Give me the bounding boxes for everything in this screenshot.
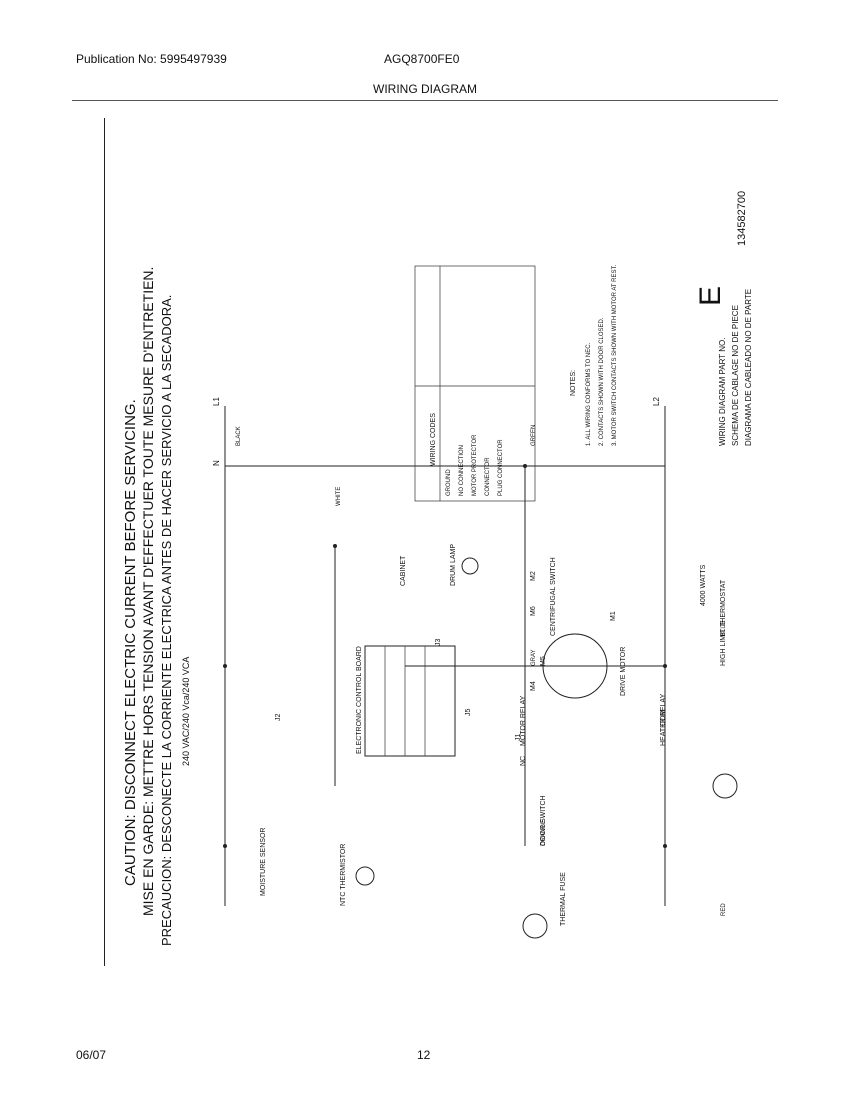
legend-item-3: MOTOR PROTECTOR [472, 434, 478, 496]
header-rule [72, 100, 778, 101]
wire-color-red: RED [721, 903, 727, 916]
wire-color-black: BLACK [236, 426, 242, 446]
terminal-m5: M5 [540, 656, 547, 666]
terminal-j1: J1 [515, 734, 522, 742]
label-door-switch: DOOR SWITCH [540, 795, 547, 846]
legend-table [414, 265, 536, 502]
label-thermistor: NTC THERMISTOR [340, 844, 347, 906]
part-block-es: DIAGRAMA DE CABLEADO NO DE PARTE [744, 289, 753, 446]
label-heater: 4000 WATTS [700, 564, 707, 606]
terminal-j5: J5 [465, 709, 472, 717]
label-centrifugal: CENTRIFUGAL SWITCH [550, 557, 557, 636]
caution-es: PRECAUCION: DESCONECTE LA CORRIENTE ELEC… [159, 295, 174, 946]
label-motor-relay: MOTOR RELAY [520, 695, 527, 746]
control-board-box [364, 645, 456, 757]
wire-color-blue: BLUE [721, 620, 727, 636]
part-block-en: WIRING DIAGRAM PART NO. [718, 338, 727, 446]
model-number: AGQ8700FE0 [384, 52, 460, 66]
thermal-fuse-symbol [522, 913, 548, 939]
drive-motor-symbol [542, 633, 608, 699]
terminal-j3: J3 [435, 639, 442, 647]
terminal-j2: J2 [275, 714, 282, 722]
label-moisture-sensor: MOISTURE SENSOR [260, 828, 267, 896]
label-heater-relay: HEATER RELAY [660, 693, 667, 746]
wire-color-green: GREEN [531, 425, 537, 446]
part-number: 134582700 [736, 191, 748, 246]
legend-item-5: PLUG CONNECTOR [498, 439, 504, 496]
legend-item-1: GROUND [446, 469, 452, 496]
legend-item-4: CONNECTOR [485, 457, 491, 496]
wire-color-white: WHITE [336, 487, 342, 506]
revision-letter: E [694, 286, 727, 306]
terminal-m2: M2 [530, 571, 537, 581]
label-cabinet: CABINET [400, 555, 407, 586]
wire-color-gray: GRAY [531, 649, 537, 666]
terminal-m1: M1 [610, 611, 617, 621]
publication-number: Publication No: 5995497939 [76, 52, 227, 66]
label-lamp: DRUM LAMP [450, 544, 457, 586]
legend-heading: WIRING CODES [430, 413, 437, 466]
terminal-m4: M4 [530, 681, 537, 691]
label-motor: DRIVE MOTOR [620, 647, 627, 696]
note-1: 1. ALL WIRING CONFORMS TO NEC. [586, 342, 592, 446]
drum-lamp-symbol [461, 557, 479, 575]
legend-item-2: NO CONNECTION [459, 445, 465, 496]
page-title: WIRING DIAGRAM [373, 82, 477, 96]
supply-voltage: 240 VAC/240 Vca/240 VCA [181, 657, 191, 766]
footer-date: 06/07 [76, 1048, 107, 1062]
part-block-fr: SCHEMA DE CABLAGE NO DE PIECE [731, 305, 740, 446]
wiring-diagram-canvas: CAUTION: DISCONNECT ELECTRIC CURRENT BEF… [122, 191, 753, 946]
note-3: 3. MOTOR SWITCH CONTACTS SHOWN WITH MOTO… [612, 265, 618, 446]
label-control-board: ELECTRONIC CONTROL BOARD [356, 646, 363, 754]
terminal-nc: NC [520, 756, 527, 766]
terminal-com: COM [660, 710, 667, 727]
wiring-diagram: CAUTION: DISCONNECT ELECTRIC CURRENT BEF… [104, 118, 777, 966]
terminal-l1: L1 [212, 397, 221, 406]
wire-color-orange: ORANGE [541, 820, 547, 846]
page-number: 12 [417, 1048, 431, 1062]
label-thermal-fuse: THERMAL FUSE [560, 872, 567, 926]
note-2: 2. CONTACTS SHOWN WITH DOOR CLOSED. [599, 317, 605, 446]
caution-en: CAUTION: DISCONNECT ELECTRIC CURRENT BEF… [122, 399, 139, 886]
terminal-m6: M6 [530, 606, 537, 616]
terminal-l2: L2 [652, 397, 661, 406]
caution-fr: MISE EN GARDE: METTRE HORS TENSION AVANT… [140, 267, 156, 916]
label-hi-limit: HIGH LIMIT THERMOSTAT [720, 579, 727, 666]
heater-symbol [712, 773, 738, 799]
terminal-n: N [212, 460, 221, 466]
thermistor-symbol [355, 866, 375, 886]
notes-heading: NOTES: [570, 370, 577, 396]
